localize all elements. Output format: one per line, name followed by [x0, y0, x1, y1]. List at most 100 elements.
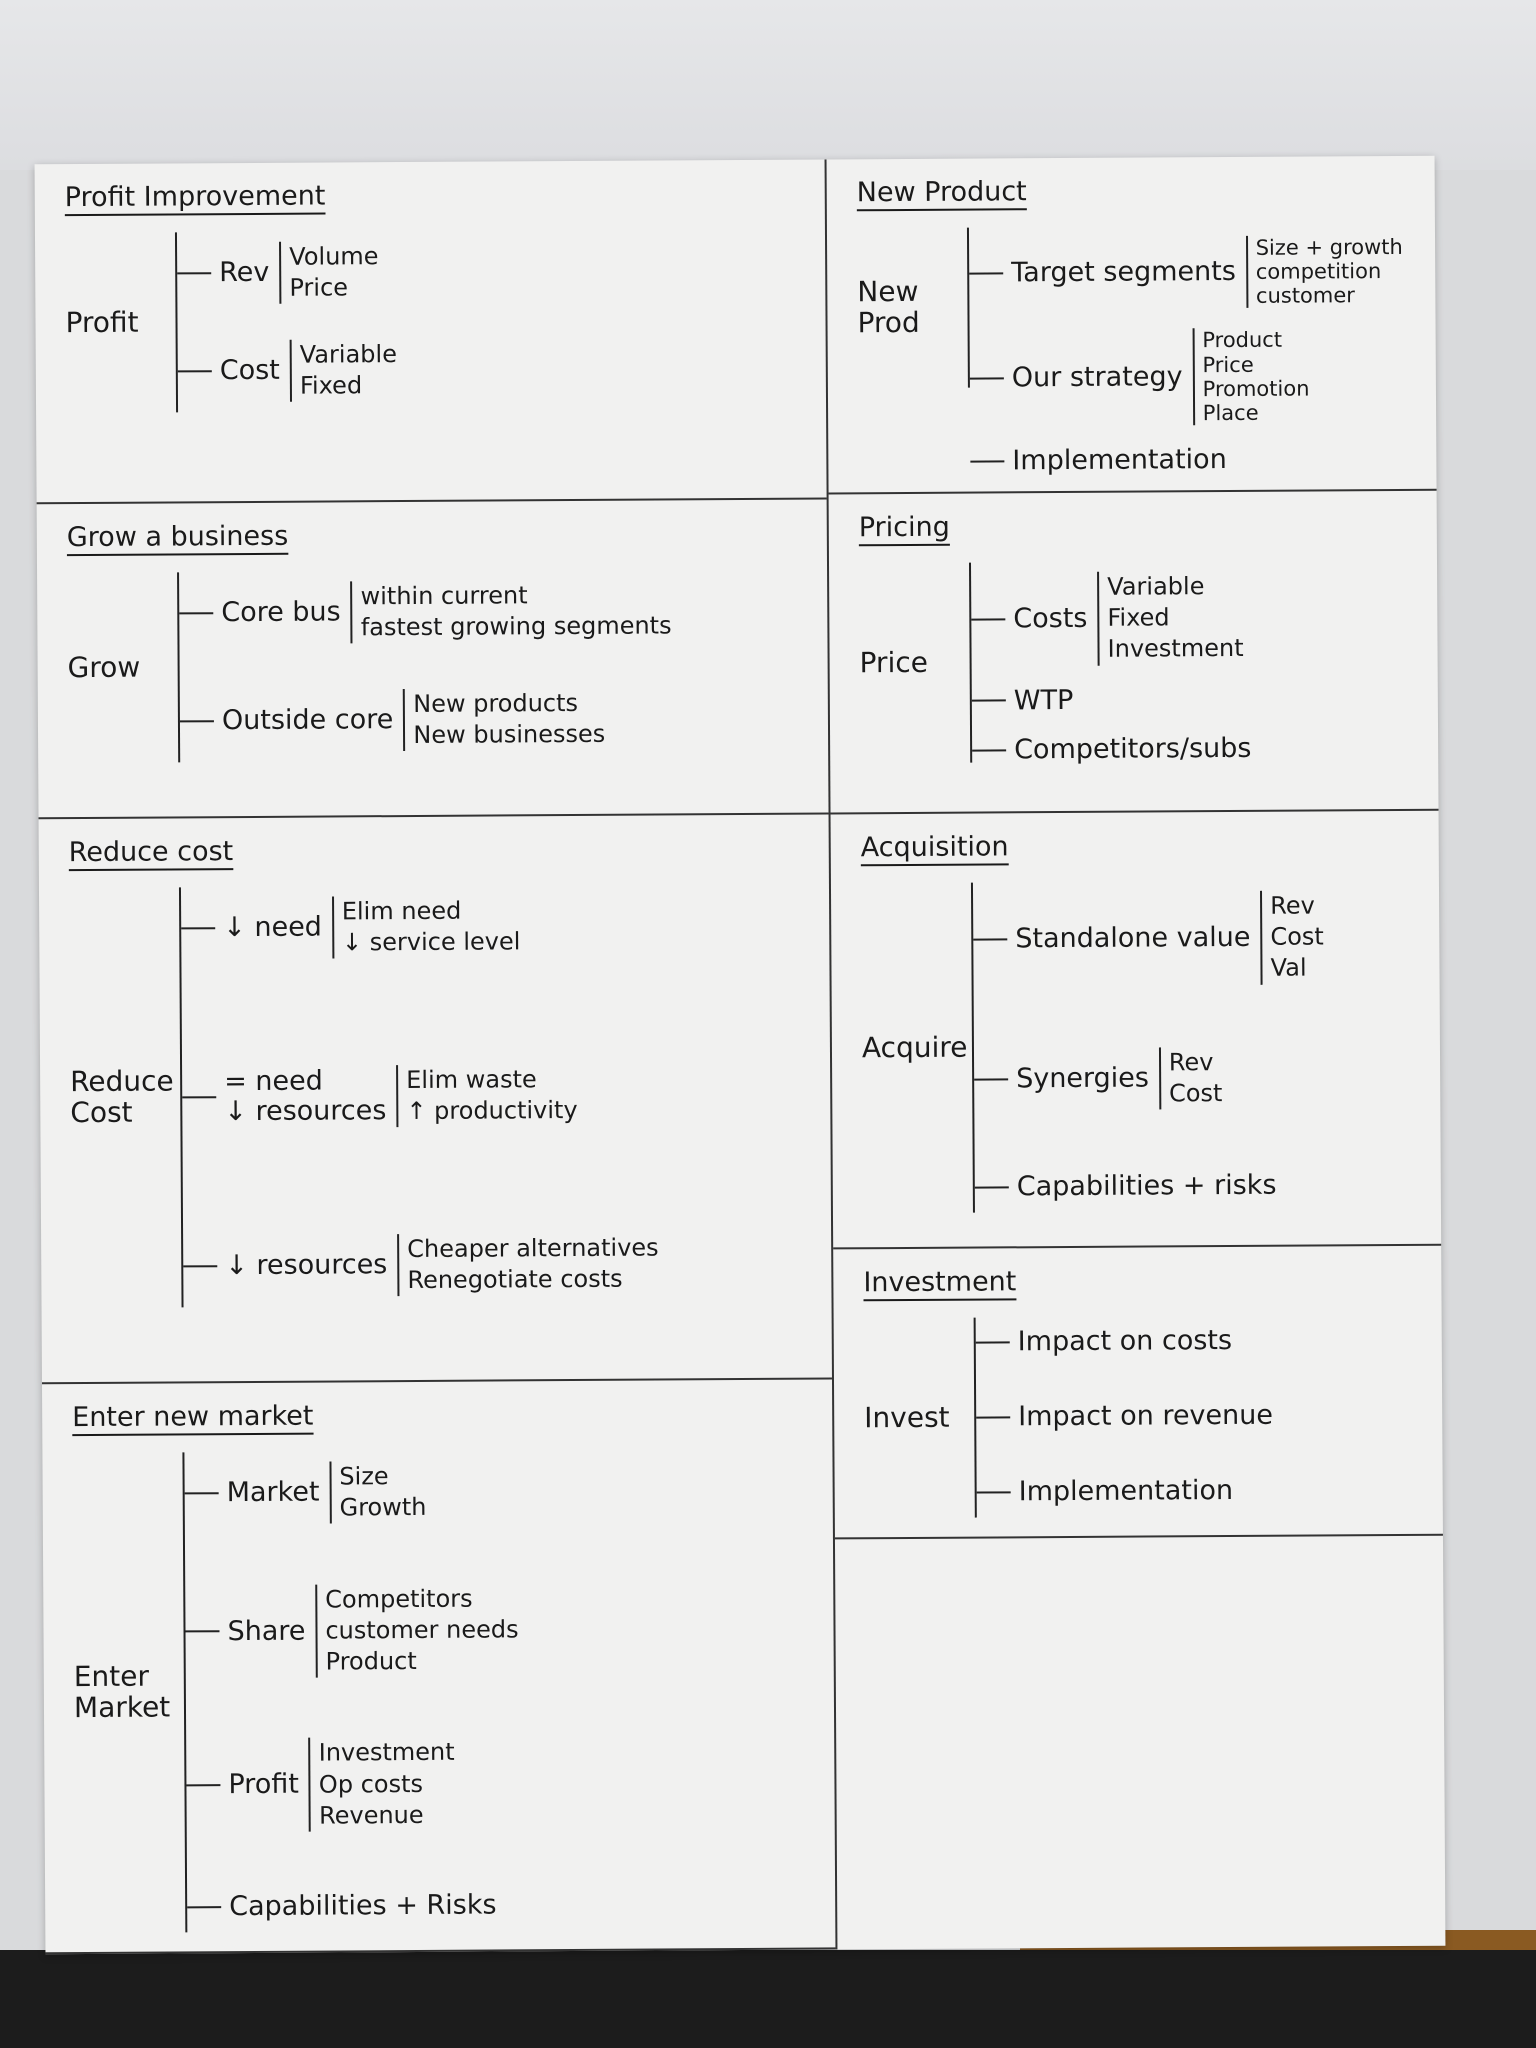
branch-label: WTP: [1013, 684, 1074, 716]
tree-branch: Capabilities + risks: [975, 1161, 1326, 1213]
tree-leaf: fastest growing segments: [360, 611, 672, 642]
tree-leaf: Elim waste: [406, 1065, 537, 1094]
tree-leaf: Investment: [318, 1738, 455, 1768]
section-title: New Product: [856, 176, 1027, 209]
section-title: Enter new market: [72, 1400, 314, 1434]
tree-leaf: Variable: [299, 339, 397, 369]
tree-leaf: New businesses: [413, 719, 606, 749]
branch-label: Market: [226, 1476, 320, 1509]
branch-label: = need ↓ resources: [224, 1065, 387, 1128]
tree-branch: Impact on revenue: [976, 1391, 1283, 1443]
branch-label: Standalone value: [1015, 921, 1251, 955]
tree-branch: Impact on costs: [976, 1316, 1283, 1368]
tree-leaf: Rev: [1168, 1047, 1214, 1077]
tree-leaf: Cheaper alternatives: [407, 1233, 659, 1263]
tree-leaf: Rev: [1270, 891, 1315, 920]
tree-root: New Prod: [857, 275, 920, 340]
tree-leaf: Variable: [1107, 572, 1205, 601]
tree-leaf: Size: [339, 1462, 389, 1491]
tree-leaf: New products: [413, 688, 579, 718]
section-title: Investment: [863, 1266, 1017, 1299]
branch-label: Competitors/subs: [1014, 733, 1252, 766]
leaf-bracket: Elim waste↑ productivity: [396, 1063, 578, 1128]
tree-leaf: Fixed: [1107, 603, 1170, 632]
tree-leaf: Fixed: [299, 371, 363, 400]
section-title: Profit Improvement: [64, 180, 326, 214]
branch-bracket: ↓ need Elim need↓ service level = need ↓ r…: [178, 884, 659, 1308]
branch-label: Capabilities + risks: [1016, 1170, 1277, 1203]
branch-label: Target segments: [1011, 256, 1236, 289]
branch-label: Share: [227, 1615, 306, 1647]
background-wall: [0, 0, 1536, 170]
tree-leaf: Place: [1202, 400, 1259, 426]
branch-label: Implementation: [1012, 444, 1227, 477]
tree-leaf: ↑ productivity: [406, 1095, 578, 1126]
tree-root: Grow: [67, 650, 141, 684]
tree-branch: WTP: [972, 674, 1262, 725]
branch-label: Profit: [228, 1769, 299, 1801]
branch-label: ↓ resources: [225, 1249, 388, 1282]
branch-label: Synergies: [1016, 1062, 1150, 1095]
tree-leaf: Cost: [1270, 922, 1324, 951]
tree-root: Reduce Cost: [70, 1064, 174, 1130]
tree-root: Invest: [864, 1400, 950, 1434]
tree-branch: Competitors/subs: [972, 724, 1262, 775]
section-title: Acquisition: [860, 831, 1009, 864]
branch-label: Capabilities + Risks: [229, 1889, 497, 1923]
section-title: Pricing: [858, 511, 950, 544]
tree-leaf: Elim need: [341, 896, 462, 926]
background-dark: [0, 1950, 1536, 2048]
branch-label: Core bus: [221, 596, 341, 629]
tree-leaf: Competitors: [325, 1584, 473, 1614]
tree-leaf: Product: [325, 1647, 417, 1676]
tree-leaf: Renegotiate costs: [407, 1264, 623, 1294]
tree-leaf: Product: [1202, 328, 1283, 353]
tree-leaf: Promotion: [1202, 376, 1310, 401]
branch-label: Outside core: [221, 704, 394, 737]
branch-label: Impact on costs: [1017, 1325, 1233, 1358]
tree-branch: Capabilities + Risks: [187, 1881, 520, 1933]
section-title: Grow a business: [66, 520, 289, 554]
tree-leaf: Growth: [339, 1493, 427, 1522]
leaf-bracket: Elim need↓ service level: [331, 895, 521, 959]
branch-label: Costs: [1013, 602, 1088, 635]
tree-leaf: Investment: [1107, 634, 1244, 664]
branch-label: ↓ need: [223, 911, 322, 944]
tree-leaf: Price: [289, 273, 349, 302]
